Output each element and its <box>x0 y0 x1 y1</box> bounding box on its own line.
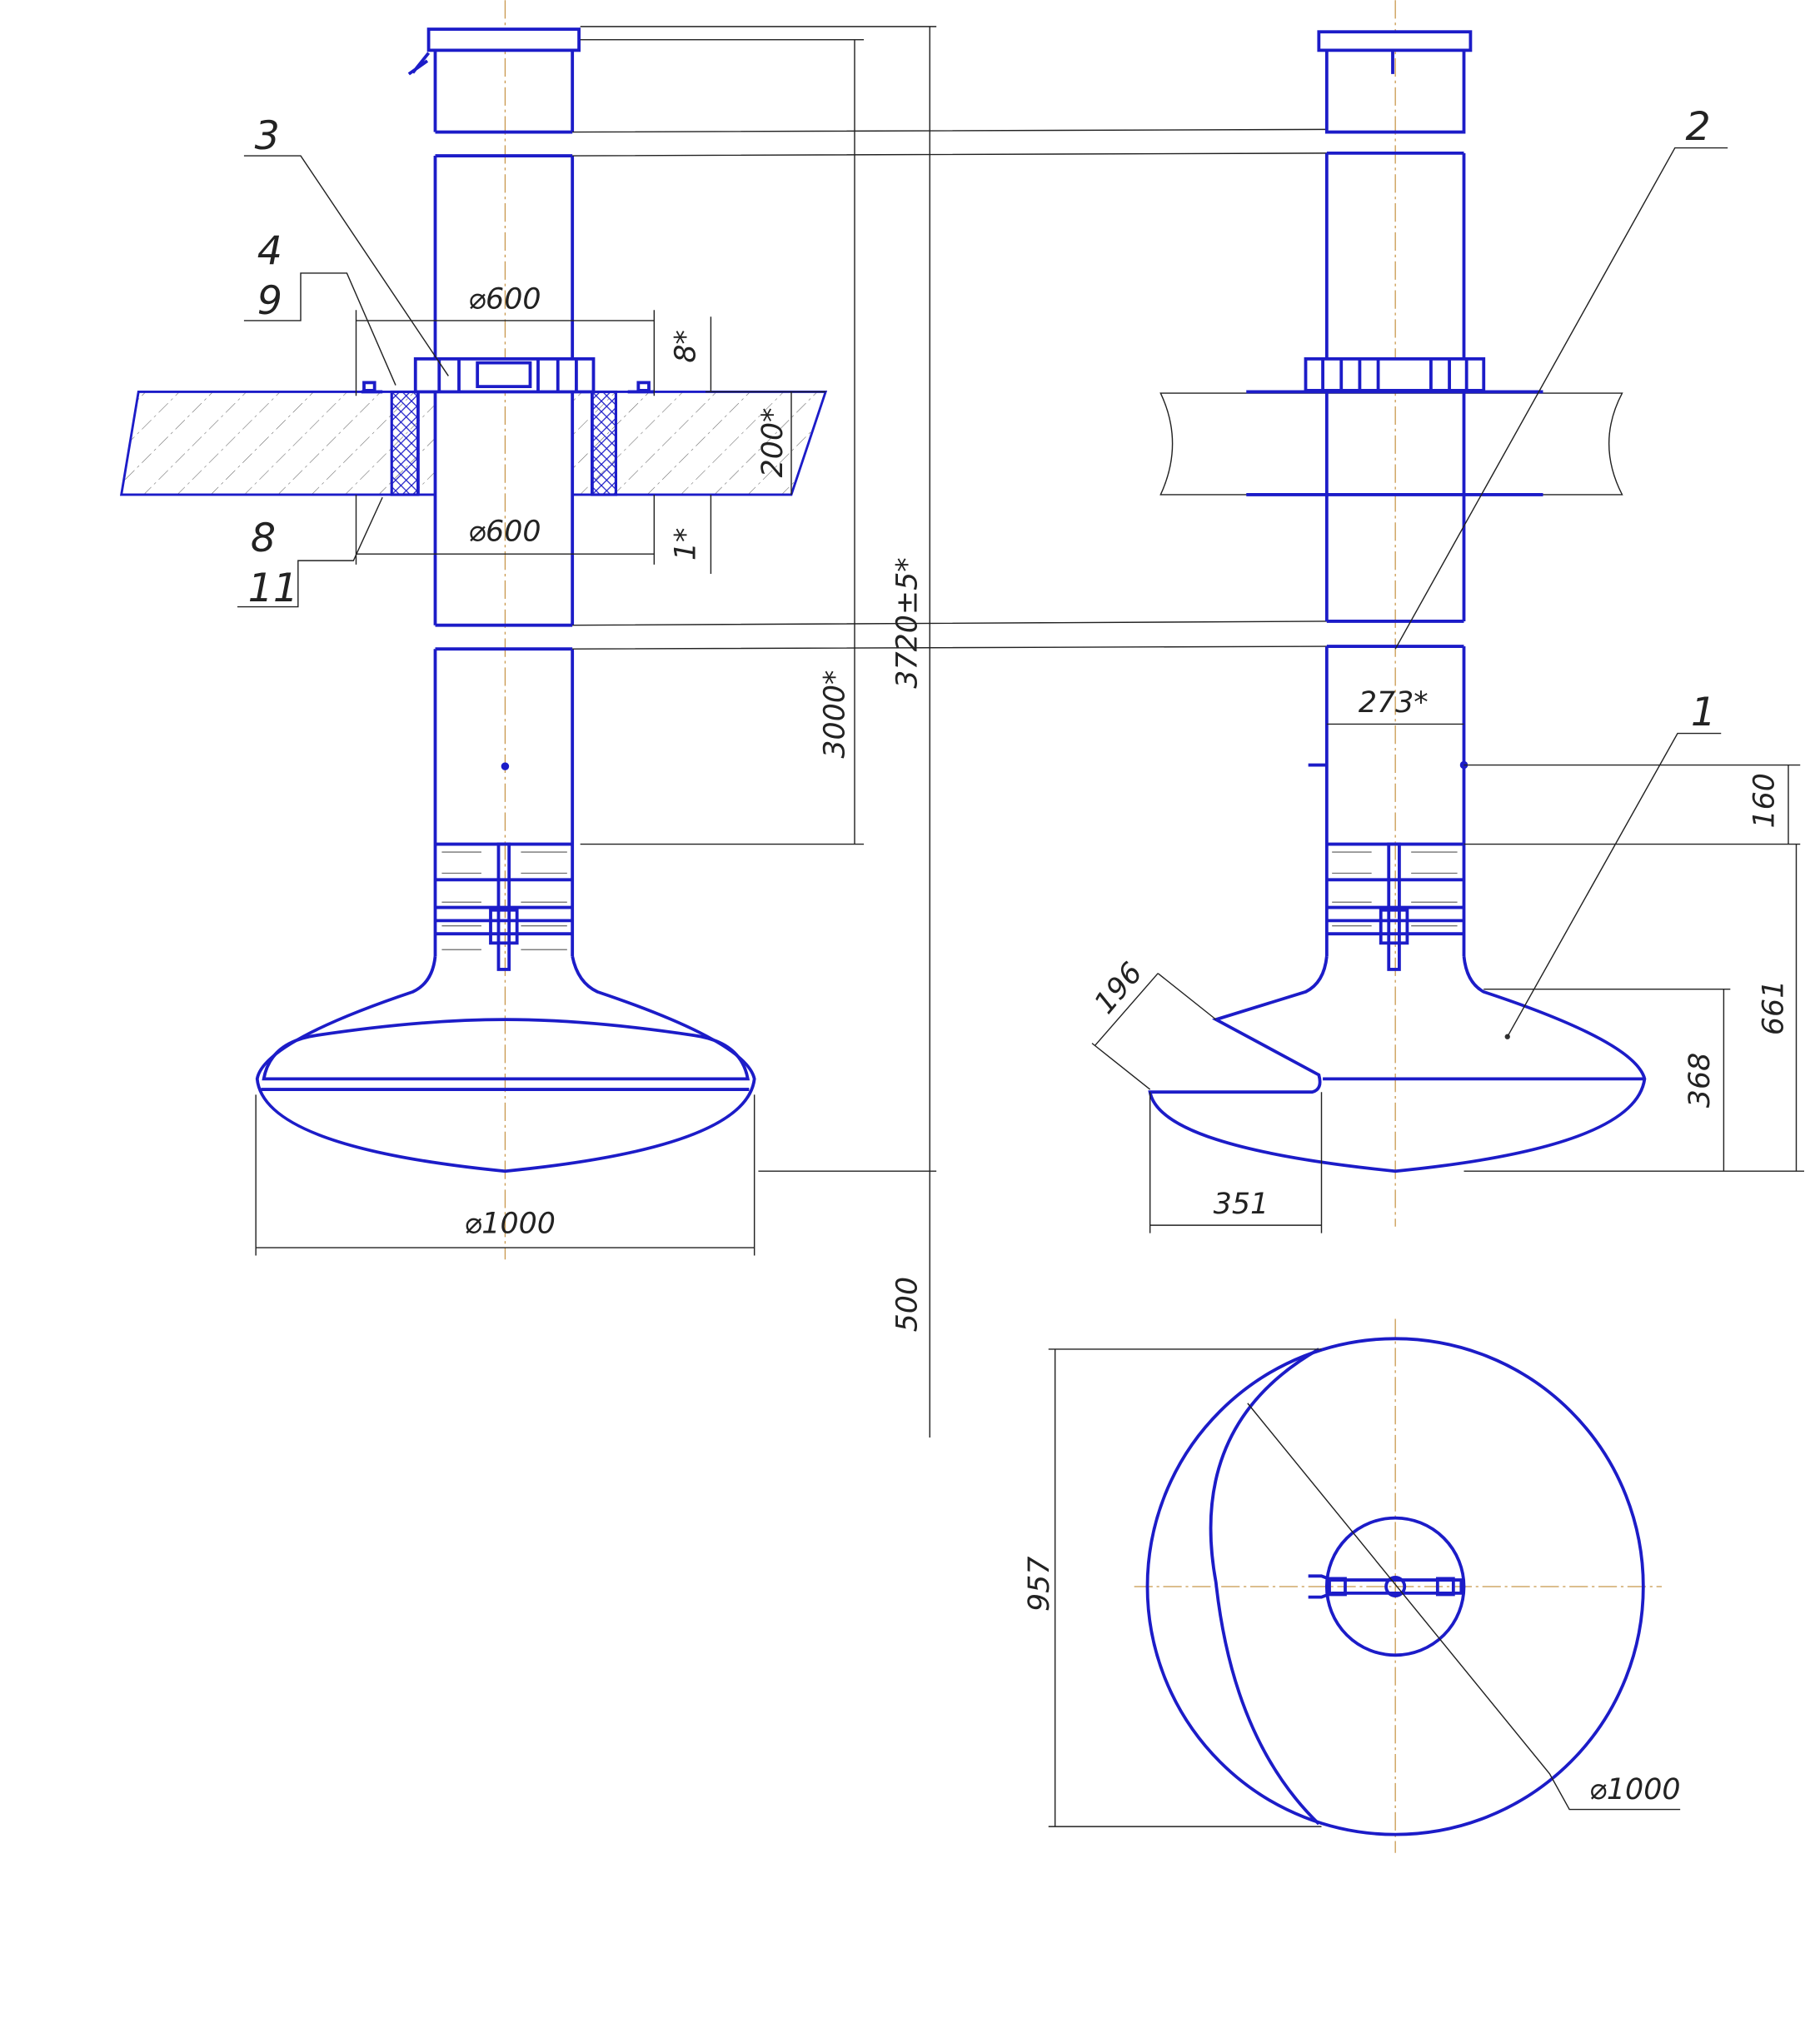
callout-3: 3 <box>255 113 280 159</box>
dim-8: 8* <box>669 330 702 363</box>
callout-2: 2 <box>1686 104 1711 150</box>
dim-500: 500 <box>890 1277 924 1332</box>
dim-200: 200* <box>756 407 790 477</box>
callout-11: 11 <box>248 566 298 611</box>
dim-3000: 3000* <box>818 670 851 759</box>
front-view: ⌀600 ⌀600 8* 200* 1* 3000* 3720±5* 500 ⌀… <box>119 0 937 1438</box>
ceiling-slab-side <box>1159 392 1623 496</box>
callout-4: 4 <box>257 228 282 274</box>
insulation-right <box>591 390 617 496</box>
hood-outline <box>1145 1337 1645 1836</box>
plan-view: 957 ⌀1000 <box>1023 1318 1681 1853</box>
pipe-cap <box>426 27 581 52</box>
dim-1: 1* <box>669 528 702 561</box>
dim-351: 351 <box>1214 1188 1269 1221</box>
callout-8: 8 <box>251 516 276 561</box>
pipe-outline <box>1324 1516 1466 1657</box>
side-view: 273* 160 368 661 351 196 2 1 <box>1088 0 1804 1233</box>
dim-d600-bottom: ⌀600 <box>468 515 541 548</box>
callout-1: 1 <box>1691 690 1716 735</box>
dim-d1000-front: ⌀1000 <box>464 1208 556 1241</box>
dim-d1000-plan: ⌀1000 <box>1589 1773 1681 1806</box>
ceiling-slab <box>119 391 436 496</box>
dim-d600-top: ⌀600 <box>468 283 541 316</box>
dim-160: 160 <box>1748 773 1782 828</box>
dim-273: 273* <box>1359 686 1429 720</box>
dim-368: 368 <box>1683 1053 1717 1108</box>
insulation-left <box>390 390 420 496</box>
dim-957: 957 <box>1023 1557 1056 1612</box>
dim-196: 196 <box>1088 957 1149 1021</box>
callout-9: 9 <box>257 278 282 324</box>
dim-661: 661 <box>1758 980 1791 1035</box>
